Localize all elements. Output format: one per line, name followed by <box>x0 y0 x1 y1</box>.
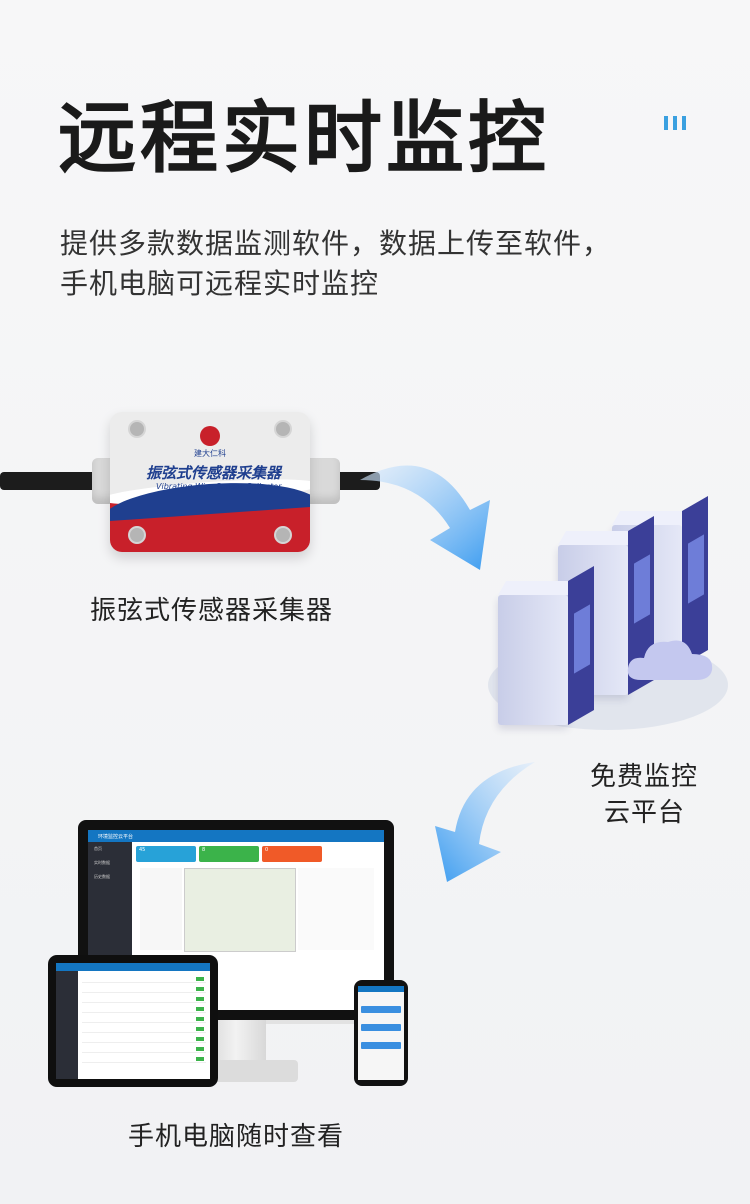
table-row <box>82 987 206 993</box>
phone-header <box>358 986 404 992</box>
page-title: 远程实时监控 <box>58 94 551 184</box>
table-row <box>82 1027 206 1033</box>
devices-label: 手机电脑随时查看 <box>128 1122 345 1152</box>
table-row <box>82 1037 206 1043</box>
flow-arrow-icon <box>435 762 535 882</box>
cloud-label-line-2: 云平台 <box>604 798 686 828</box>
monitor-device-list <box>140 868 182 950</box>
subtitle-line-2: 手机电脑可远程实时监控 <box>60 267 380 300</box>
brand-logo-icon <box>200 426 220 446</box>
brand-name: 建大仁科 <box>194 449 226 458</box>
phone-row <box>361 1006 401 1013</box>
monitor-screen: 环境监控云平台 首页 实时数据 历史数据 45 8 0 <box>88 830 384 1010</box>
tablet-header <box>56 963 210 971</box>
monitor-sidebar-item: 实时数据 <box>94 860 110 865</box>
cloud-icon <box>627 640 713 680</box>
monitor-app-title: 环境监控云平台 <box>98 833 134 840</box>
cloud-label-line-1: 免费监控 <box>590 762 699 792</box>
decor-bars-icon <box>664 116 686 130</box>
table-row <box>82 1007 206 1013</box>
table-row <box>82 977 206 983</box>
stat-card: 0 <box>262 846 322 862</box>
device-name-en: Vibrating Wire Sensor Collector <box>156 482 282 491</box>
stat-card: 8 <box>199 846 259 862</box>
phone-screen <box>358 986 404 1080</box>
table-row <box>82 997 206 1003</box>
collector-device-image: 建大仁科 振弦式传感器采集器 Vibrating Wire Sensor Col… <box>110 412 310 552</box>
monitor-header: 环境监控云平台 <box>88 830 384 842</box>
tablet-sidebar <box>56 971 78 1079</box>
table-row <box>82 1057 206 1063</box>
monitor-info-panel <box>298 868 374 950</box>
subtitle-line-1: 提供多款数据监测软件，数据上传至软件， <box>60 227 612 260</box>
tablet-device <box>48 955 218 1087</box>
phone-row <box>361 1042 401 1049</box>
stat-card: 45 <box>136 846 196 862</box>
tablet-screen <box>56 963 210 1079</box>
monitor-sidebar-item: 首页 <box>94 846 102 851</box>
monitor-sidebar-item: 历史数据 <box>94 874 110 879</box>
mobile-phone <box>354 980 408 1086</box>
monitor-map <box>184 868 296 952</box>
device-name-cn: 振弦式传感器采集器 <box>146 464 282 482</box>
phone-row <box>361 1024 401 1031</box>
server-icon <box>498 565 594 725</box>
desktop-monitor: 环境监控云平台 首页 实时数据 历史数据 45 8 0 <box>78 820 394 1020</box>
collector-label: 振弦式传感器采集器 <box>90 596 334 626</box>
flow-arrow-icon <box>360 465 490 570</box>
monitor-stat-cards: 45 8 0 <box>136 846 322 862</box>
table-row <box>82 1017 206 1023</box>
table-row <box>82 1047 206 1053</box>
